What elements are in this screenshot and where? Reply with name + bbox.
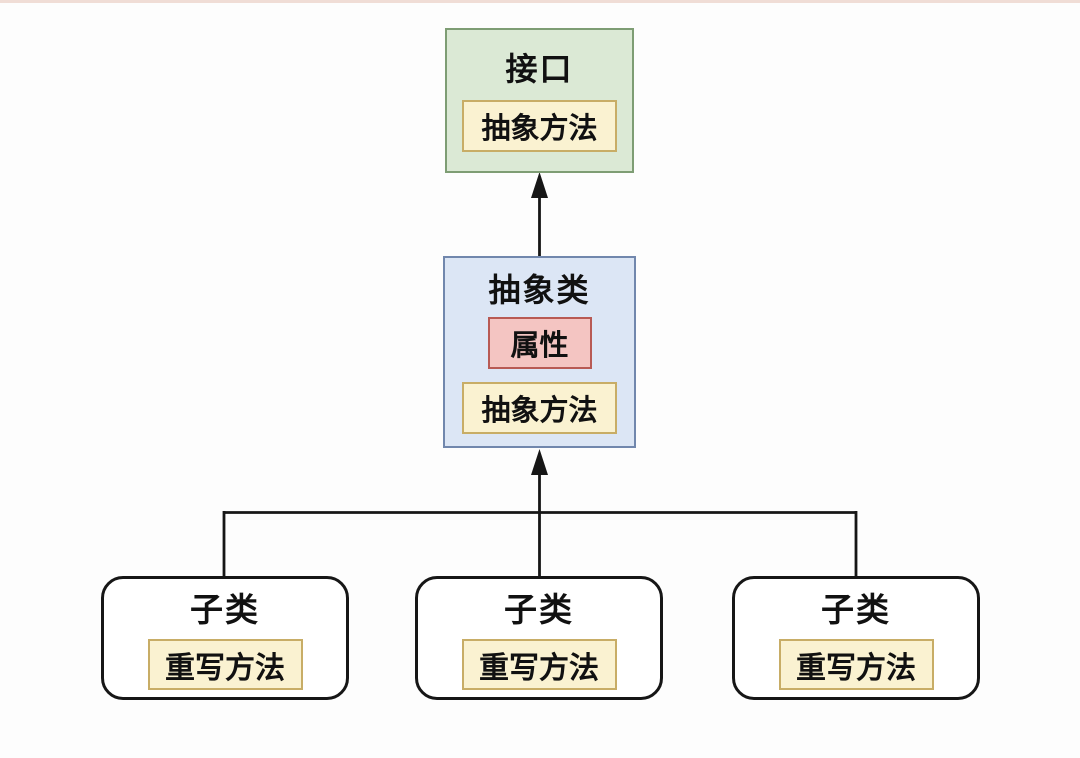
subclass-override-method-chip: 重写方法 [778,639,934,690]
arrow-subclasses-to-abstract [222,449,858,580]
interface-abstract-method-chip: 抽象方法 [462,100,617,152]
abstract-class-attribute-chip: 属性 [487,317,592,369]
subclass-node-1: 子类 重写方法 [101,576,349,700]
subclass-title: 子类 [821,591,891,628]
subclass-title: 子类 [190,591,260,628]
subclass-override-method-chip: 重写方法 [147,639,303,690]
arrow-abstract-to-interface [531,172,548,256]
subclass-node-3: 子类 重写方法 [732,576,980,700]
abstract-class-node: 抽象类 属性 抽象方法 [443,256,636,448]
top-edge-strip [0,0,1080,3]
subclass-override-method-chip: 重写方法 [461,639,617,690]
interface-title: 接口 [505,51,574,87]
abstract-class-method-chip: 抽象方法 [462,382,617,434]
abstract-class-title: 抽象类 [488,272,591,308]
subclass-title: 子类 [504,591,574,628]
subclass-node-2: 子类 重写方法 [415,576,663,700]
interface-node: 接口 抽象方法 [445,28,634,173]
